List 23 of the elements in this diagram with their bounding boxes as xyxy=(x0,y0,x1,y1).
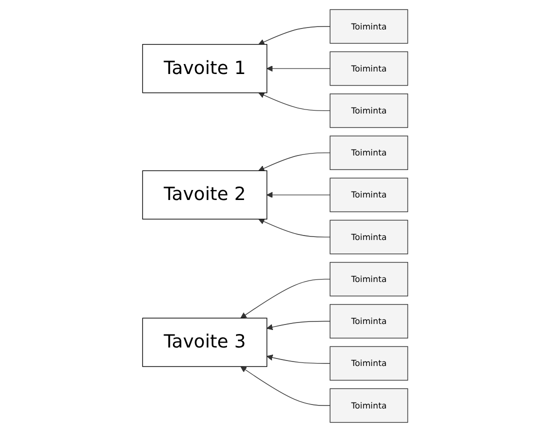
arrow xyxy=(258,92,330,112)
arrow xyxy=(266,192,330,198)
node-box: Toiminta xyxy=(330,136,408,170)
arrow xyxy=(266,320,330,330)
arrow xyxy=(266,66,330,72)
node-box: Toiminta xyxy=(330,51,408,86)
node-box: Toiminta xyxy=(330,9,408,44)
arrow xyxy=(258,152,330,172)
node-box: Tavoite 1 xyxy=(142,44,268,94)
arrow xyxy=(240,278,330,318)
arrow xyxy=(266,354,330,364)
node-box: Tavoite 2 xyxy=(142,170,268,220)
node-box: Toiminta xyxy=(330,220,408,254)
node-box: Toiminta xyxy=(330,94,408,128)
node-box: Toiminta xyxy=(330,178,408,212)
arrow xyxy=(240,366,330,406)
arrow xyxy=(258,26,330,45)
node-box: Tavoite 3 xyxy=(142,318,268,367)
node-box: Toiminta xyxy=(330,304,408,338)
node-box: Toiminta xyxy=(330,262,408,296)
node-box: Toiminta xyxy=(330,388,408,423)
node-box: Toiminta xyxy=(330,346,408,381)
arrow xyxy=(258,218,330,238)
